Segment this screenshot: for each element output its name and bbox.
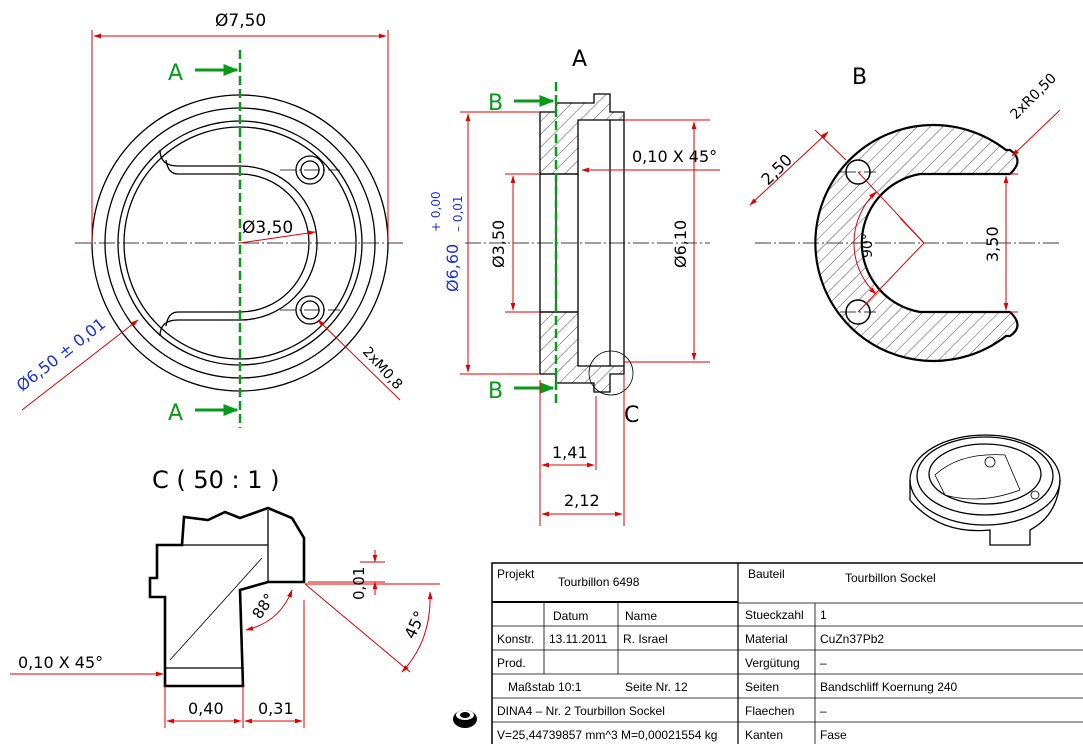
dim-c-040-text: 0,40: [188, 699, 224, 718]
section-b-top-label: B: [488, 91, 503, 116]
logo-icon: [453, 710, 477, 728]
dim-c-88-arc: [245, 589, 293, 631]
section-b-bottom-label: B: [488, 379, 503, 404]
dim-c-45-text: 45°: [400, 608, 429, 642]
detail-c-title: C ( 50 : 1 ): [152, 466, 280, 494]
tb-prod-label: Prod.: [497, 656, 526, 670]
tb-row-1-label: Material: [745, 632, 788, 646]
tb-datum-label: Datum: [553, 609, 588, 623]
dim-350-text: Ø3,50: [489, 220, 508, 268]
detail-c-view: C ( 50 : 1 ) 45° 88° 0,01 0,10 X 45° 0,4…: [10, 466, 440, 728]
tb-row-4-value: –: [820, 704, 827, 718]
tb-bauteil-label: Bauteil: [748, 567, 785, 581]
dim-thread-text: 2xM0,8: [359, 344, 405, 393]
dim-c-001-text: 0,01: [350, 567, 368, 600]
dim-b-350-text: 3,50: [983, 226, 1002, 262]
tb-konstr-date: 13.11.2011: [549, 632, 608, 646]
tb-row-0-value: 1: [820, 608, 827, 622]
tb-name-label: Name: [625, 609, 657, 623]
dim-b-250-text: 2,50: [757, 150, 796, 189]
section-a-view: A B B C Ø6,60 + 0,00 – 0,01 Ø3,50: [429, 47, 720, 526]
tb-konstr-label: Konstr.: [497, 632, 534, 646]
section-a-upper-body: [539, 93, 625, 175]
dim-c-031-text: 0,31: [258, 699, 294, 718]
dim-inner-dia-line: [239, 230, 316, 244]
section-b-body: [814, 123, 1019, 363]
dim-c-chamfer-text: 0,10 X 45°: [18, 653, 103, 672]
tb-volume: V=25,44739857 mm^3 M=0,00021554 kg: [497, 728, 717, 742]
dim-212-text: 2,12: [564, 491, 600, 510]
dim-c-45-arc: [401, 591, 433, 673]
tb-dina4: DINA4 – Nr. 2 Tourbillon Sockel: [497, 704, 665, 718]
tb-seite: Seite Nr. 12: [625, 680, 688, 694]
title-block: Projekt Tourbillon 6498 Bauteil Tourbill…: [491, 562, 1083, 744]
tb-massstab: Maßstab 10:1: [508, 680, 582, 694]
front-view: A A Ø7,50 Ø3,50 Ø6,50 ± 0,01 2xM0,8: [13, 11, 405, 428]
dim-660-tol-minus: – 0,01: [451, 195, 465, 232]
dim-b-radius-text: 2xR0,50: [1008, 70, 1060, 122]
section-a-top-label: A: [168, 61, 183, 86]
tb-row-4-label: Flaechen: [745, 704, 794, 718]
dim-chamfer-text: 0,10 X 45°: [632, 147, 717, 166]
isometric-view: [909, 434, 1061, 546]
slot-outline: [159, 149, 318, 337]
section-a-bottom-label: A: [168, 401, 183, 426]
dim-inner-dia-text: Ø3,50: [242, 218, 293, 238]
tb-bauteil-value: Tourbillon Sockel: [845, 571, 936, 585]
dim-b-angle-text: 90°: [860, 233, 876, 258]
dim-660-text: Ø6,60: [443, 244, 462, 292]
section-a-title: A: [572, 47, 587, 72]
tb-row-1-value: CuZn37Pb2: [820, 632, 884, 646]
tb-row-5-label: Kanten: [745, 728, 783, 742]
section-b-title: B: [852, 65, 867, 90]
detail-c-marker: C: [624, 403, 639, 428]
tb-projekt-label: Projekt: [497, 567, 535, 581]
tb-row-0-label: Stueckzahl: [745, 608, 804, 622]
dim-141-text: 1,41: [552, 443, 588, 462]
tb-row-2-value: –: [820, 656, 827, 670]
dim-b-250-line: [749, 131, 829, 206]
detail-c-circle: [588, 350, 634, 396]
dim-c-88-text: 88°: [249, 590, 279, 622]
dim-tol-dia-line: [21, 319, 139, 411]
dim-outer-dia-text: Ø7,50: [215, 11, 266, 31]
dim-b-radius-line: [1011, 109, 1061, 157]
dim-thread-line: [317, 319, 401, 401]
dim-610-text: Ø6,10: [671, 220, 690, 268]
dim-tol-dia-text: Ø6,50 ± 0,01: [13, 314, 109, 395]
section-a-lower-body: [539, 311, 625, 393]
tb-projekt-value: Tourbillon 6498: [558, 575, 640, 589]
section-b-view: B 90° 2,50 3,50 2xR0,50: [749, 65, 1061, 363]
tb-konstr-name: R. Israel: [623, 632, 668, 646]
dim-b-angle-arc: [853, 191, 877, 295]
tb-row-3-value: Bandschliff Koernung 240: [820, 680, 958, 694]
dim-660-tol-plus: + 0,00: [429, 191, 443, 232]
tb-row-2-label: Vergütung: [745, 656, 800, 670]
tb-row-3-label: Seiten: [745, 680, 779, 694]
slot-inner-outline: [165, 159, 310, 327]
tb-row-5-value: Fase: [820, 728, 847, 742]
